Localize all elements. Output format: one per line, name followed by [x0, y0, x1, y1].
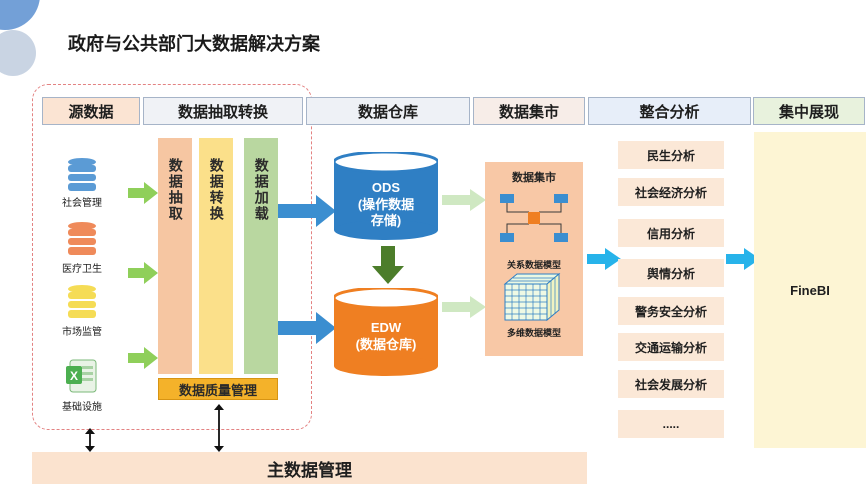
right-arrow-icon: [128, 347, 158, 369]
analysis-item: 信用分析: [618, 219, 724, 247]
etl-extract-column: 数据抽取: [158, 138, 192, 374]
right-arrow-icon: [726, 248, 760, 270]
down-arrow-icon: [372, 246, 404, 284]
data-mart-title: 数据集市: [512, 172, 556, 184]
edw-label-line: (数据仓库): [355, 337, 417, 352]
source-label: 基础设施: [62, 402, 102, 413]
multidimensional-cube-icon: [503, 272, 561, 322]
header-display: 集中展现: [753, 97, 865, 125]
multidimensional-model-label: 多维数据模型: [506, 328, 561, 338]
excel-file-icon: X: [66, 359, 97, 393]
edw-label-line: EDW: [370, 320, 402, 336]
header-source-data: 源数据: [42, 97, 140, 125]
right-arrow-icon: [442, 296, 486, 318]
etl-load-column: 数据加载: [244, 138, 278, 374]
ods-label-line: 存储): [370, 213, 402, 229]
relational-model-label: 关系数据模型: [506, 260, 561, 270]
header-data-warehouse: 数据仓库: [306, 97, 470, 125]
etl-load-label: 数据加载: [253, 158, 270, 222]
decorative-circle: [0, 0, 40, 30]
finebi-label: FineBI: [790, 282, 830, 298]
header-etl: 数据抽取转换: [143, 97, 303, 125]
analysis-item: 舆情分析: [618, 259, 724, 287]
double-arrow-icon: [85, 428, 95, 452]
right-arrow-icon: [128, 262, 158, 284]
etl-transform-label: 数据转换: [208, 158, 225, 222]
source-label: 医疗卫生: [62, 264, 102, 275]
source-label: 市场监管: [62, 327, 102, 338]
right-arrow-icon: [278, 312, 336, 344]
database-icon: [68, 222, 96, 255]
source-etl-group-border: [32, 84, 312, 430]
analysis-item: 社会发展分析: [618, 370, 724, 398]
etl-transform-column: 数据转换: [199, 138, 233, 374]
double-arrow-icon: [214, 404, 224, 452]
source-label: 社会管理: [62, 198, 102, 209]
header-analysis: 整合分析: [588, 97, 751, 125]
svg-text:X: X: [70, 369, 78, 383]
data-quality-bar: 数据质量管理: [158, 378, 278, 400]
decorative-circle: [0, 30, 36, 76]
ods-cylinder: [334, 152, 438, 240]
right-arrow-icon: [587, 248, 621, 270]
page-title: 政府与公共部门大数据解决方案: [68, 34, 320, 54]
right-arrow-icon: [442, 189, 486, 211]
analysis-item: 社会经济分析: [618, 178, 724, 206]
ods-label-line: (操作数据: [357, 196, 415, 212]
analysis-item: 交通运输分析: [618, 333, 724, 361]
right-arrow-icon: [128, 182, 158, 204]
database-icon: [68, 285, 96, 318]
database-icon: [68, 158, 96, 191]
relational-model-icon: [500, 194, 568, 242]
analysis-item: 警务安全分析: [618, 297, 724, 325]
master-data-management-bar: 主数据管理: [32, 452, 587, 484]
ods-label: ODS (操作数据 存储): [334, 176, 438, 234]
header-data-mart: 数据集市: [473, 97, 585, 125]
etl-extract-label: 数据抽取: [167, 158, 184, 222]
edw-label: EDW (数据仓库): [334, 312, 438, 362]
edw-cylinder: [334, 288, 438, 376]
display-box: FineBI: [754, 132, 866, 448]
analysis-item: .....: [618, 410, 724, 438]
ods-label-line: ODS: [371, 179, 401, 195]
right-arrow-icon: [278, 195, 336, 227]
analysis-item: 民生分析: [618, 141, 724, 169]
